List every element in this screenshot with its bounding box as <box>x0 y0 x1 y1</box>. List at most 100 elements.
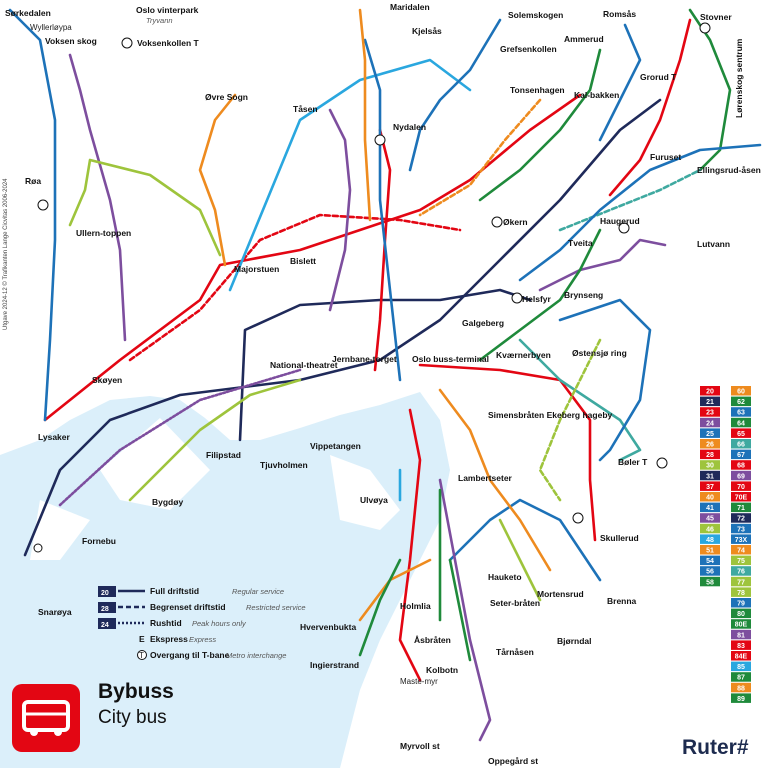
stop-lambertseter: Lambertseter <box>458 473 513 483</box>
route-index-label: 87 <box>737 675 745 682</box>
svg-text:Begrenset driftstid: Begrenset driftstid <box>150 602 226 612</box>
stop-ellingsrudaasen: Ellingsrud-åsen <box>697 165 761 175</box>
stop-ingierstrand: Ingierstrand <box>310 660 359 670</box>
stop-majorstuen: Majorstuen <box>234 264 279 274</box>
route-index-badge <box>731 523 751 534</box>
ruter-logo: Ruter# <box>682 736 749 759</box>
route-58 <box>478 228 602 362</box>
route-66 <box>558 168 702 232</box>
route-index-label: 65 <box>737 431 745 438</box>
fjord-water <box>0 392 450 768</box>
svg-text:Restricted service: Restricted service <box>246 603 306 612</box>
stop-tonsenhagen: Tonsenhagen <box>510 85 565 95</box>
route-index-label: 89 <box>737 696 745 703</box>
route-index-label: 66 <box>737 442 745 449</box>
stop-helsfyr: Helsfyr <box>522 294 552 304</box>
route-index-badge <box>731 608 751 619</box>
route-index-badge <box>731 661 751 672</box>
route-index-badge <box>700 566 720 576</box>
route-index-label: 45 <box>706 516 714 523</box>
route-index-label: 80 <box>737 611 745 618</box>
route-index-badge <box>731 396 751 407</box>
route-index-badge <box>700 545 720 555</box>
route-74 <box>438 388 552 572</box>
route-28 <box>128 213 462 362</box>
route-index-badge <box>700 449 720 460</box>
stop-roa: Røa <box>25 176 41 186</box>
route-index-badge <box>700 428 720 438</box>
stop-jernbanetorget: Jernbane-torget <box>332 354 397 364</box>
svg-text:Overgang til T-bane: Overgang til T-bane <box>150 650 230 660</box>
svg-text:20: 20 <box>101 590 109 597</box>
stop-stovner: Stovner <box>700 12 732 22</box>
route-index-badge <box>731 619 751 629</box>
svg-text:24: 24 <box>101 622 109 629</box>
route-index-label: 72 <box>737 516 745 523</box>
stop-oppegaard: Oppegård st <box>488 756 538 766</box>
route-index-label: 79 <box>737 601 745 608</box>
route-index-badge <box>731 428 751 438</box>
route-index: 2021232425262830313740414546485154565860… <box>700 386 751 703</box>
stop-maridalen: Maridalen <box>390 2 430 12</box>
route-index-label: 20 <box>706 389 714 396</box>
stop-vippetangen: Vippetangen <box>310 441 361 451</box>
route-46 <box>68 158 222 257</box>
route-index-badge <box>700 439 720 449</box>
svg-text:Full driftstid: Full driftstid <box>150 586 199 596</box>
stop-okern: Økern <box>503 217 528 227</box>
route-76 <box>518 338 642 462</box>
stop-filipstad: Filipstad <box>206 450 241 460</box>
route-81 <box>438 478 492 742</box>
route-index-label: 67 <box>737 452 745 459</box>
route-index-badge <box>731 693 751 703</box>
route-index-label: 37 <box>706 484 714 491</box>
stop-labels: Sørkedalen Wyllerløypa Voksen skog Oslo … <box>5 2 761 766</box>
route-64 <box>688 8 732 172</box>
route-index-label: 85 <box>737 664 745 671</box>
route-73 <box>448 498 602 582</box>
route-54 <box>363 38 402 382</box>
stop-holmlia: Holmlia <box>400 601 431 611</box>
route-41 <box>8 8 57 422</box>
stop-tryvann: Tryvann <box>146 16 173 25</box>
stop-oslo-vinterpark: Oslo vinterpark <box>136 5 199 15</box>
route-index-badge <box>731 534 751 544</box>
route-index-label: 56 <box>706 569 714 576</box>
route-index-badge <box>700 555 720 566</box>
svg-text:Ekspress: Ekspress <box>150 634 188 644</box>
route-index-label: 51 <box>706 548 714 555</box>
title-main: Bybuss <box>98 680 174 703</box>
route-index-badge <box>731 640 751 650</box>
stop-brenna: Brenna <box>607 596 637 606</box>
metro-interchanges <box>33 22 711 553</box>
route-index-label: 60 <box>737 389 745 396</box>
route-index-label: 84E <box>735 654 748 661</box>
svg-text:E: E <box>139 634 145 644</box>
route-56 <box>408 18 502 172</box>
route-index-label: 26 <box>706 442 714 449</box>
stop-sorkedalen: Sørkedalen <box>5 8 51 18</box>
stop-voksenkollen: Voksenkollen T <box>137 38 200 48</box>
stop-bygdoy: Bygdøy <box>152 497 183 507</box>
stop-kvaernerbyen: Kværnerbyen <box>496 350 551 360</box>
route-index-label: 63 <box>737 410 745 417</box>
stop-hauketo: Hauketo <box>488 572 522 582</box>
stop-nationaltheatret: National-theatret <box>270 360 338 370</box>
route-index-badge <box>731 449 751 460</box>
route-24 <box>58 368 302 507</box>
route-40 <box>198 93 237 267</box>
route-index-badge <box>700 386 720 396</box>
route-index-label: 24 <box>706 420 714 427</box>
route-index-label: 81 <box>737 632 745 639</box>
stop-kalbakken: Kal-bakken <box>574 90 619 100</box>
stop-bislett: Bislett <box>290 256 316 266</box>
route-index-badge <box>731 629 751 640</box>
route-index-label: 62 <box>737 399 745 406</box>
stop-setraaten: Seter-bråten <box>490 598 540 608</box>
svg-text:28: 28 <box>101 606 109 613</box>
stop-grefsenkollen: Grefsenkollen <box>500 44 557 54</box>
stop-fornebu: Fornebu <box>82 536 116 546</box>
stop-ammerud: Ammerud <box>564 34 604 44</box>
route-62 <box>478 48 602 202</box>
